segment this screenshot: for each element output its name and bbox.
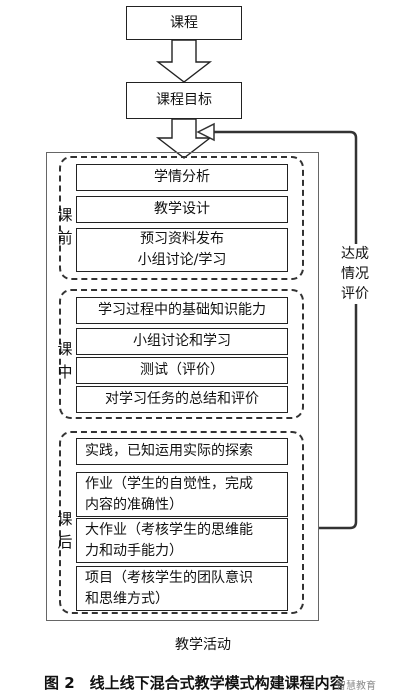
- item-group-discussion: 小组讨论和学习: [76, 328, 288, 355]
- group-during-class: [59, 289, 304, 419]
- feedback-line: [214, 130, 358, 530]
- item-homework: 作业（学生的自觉性，完成 内容的准确性）: [76, 472, 288, 517]
- down-arrow-1: [155, 39, 213, 83]
- item-project: 项目（考核学生的团队意识 和思维方式）: [76, 566, 288, 611]
- group-before-class: [59, 156, 304, 280]
- course-box: 课程: [126, 6, 242, 40]
- activities-label: 教学活动: [175, 637, 231, 653]
- phase-label-before: 课前: [57, 206, 73, 247]
- item-practice: 实践，已知运用实际的探索: [76, 438, 288, 465]
- course-objective-box: 课程目标: [126, 82, 242, 119]
- watermark: 智慧教育: [336, 681, 376, 692]
- item-preview-materials: 预习资料发布 小组讨论/学习: [76, 228, 288, 272]
- item-teaching-design: 教学设计: [76, 196, 288, 223]
- teaching-activities-frame: [46, 152, 319, 621]
- feedback-label: 达成 情况 评价: [335, 244, 375, 304]
- item-test-evaluation: 测试（评价）: [76, 357, 288, 384]
- phase-label-during: 课中: [57, 340, 73, 381]
- item-basic-knowledge: 学习过程中的基础知识能力: [76, 297, 288, 324]
- group-after-class: [59, 431, 304, 614]
- feedback-arrowhead: [196, 122, 215, 142]
- down-arrow-2: [155, 118, 213, 159]
- figure-caption: 图 2 线上线下混合式教学模式构建课程内容: [44, 674, 345, 692]
- item-learner-analysis: 学情分析: [76, 164, 288, 191]
- item-task-summary: 对学习任务的总结和评价: [76, 386, 288, 413]
- phase-label-after: 课后: [57, 510, 73, 551]
- item-big-assignment: 大作业（考核学生的思维能 力和动手能力）: [76, 518, 288, 563]
